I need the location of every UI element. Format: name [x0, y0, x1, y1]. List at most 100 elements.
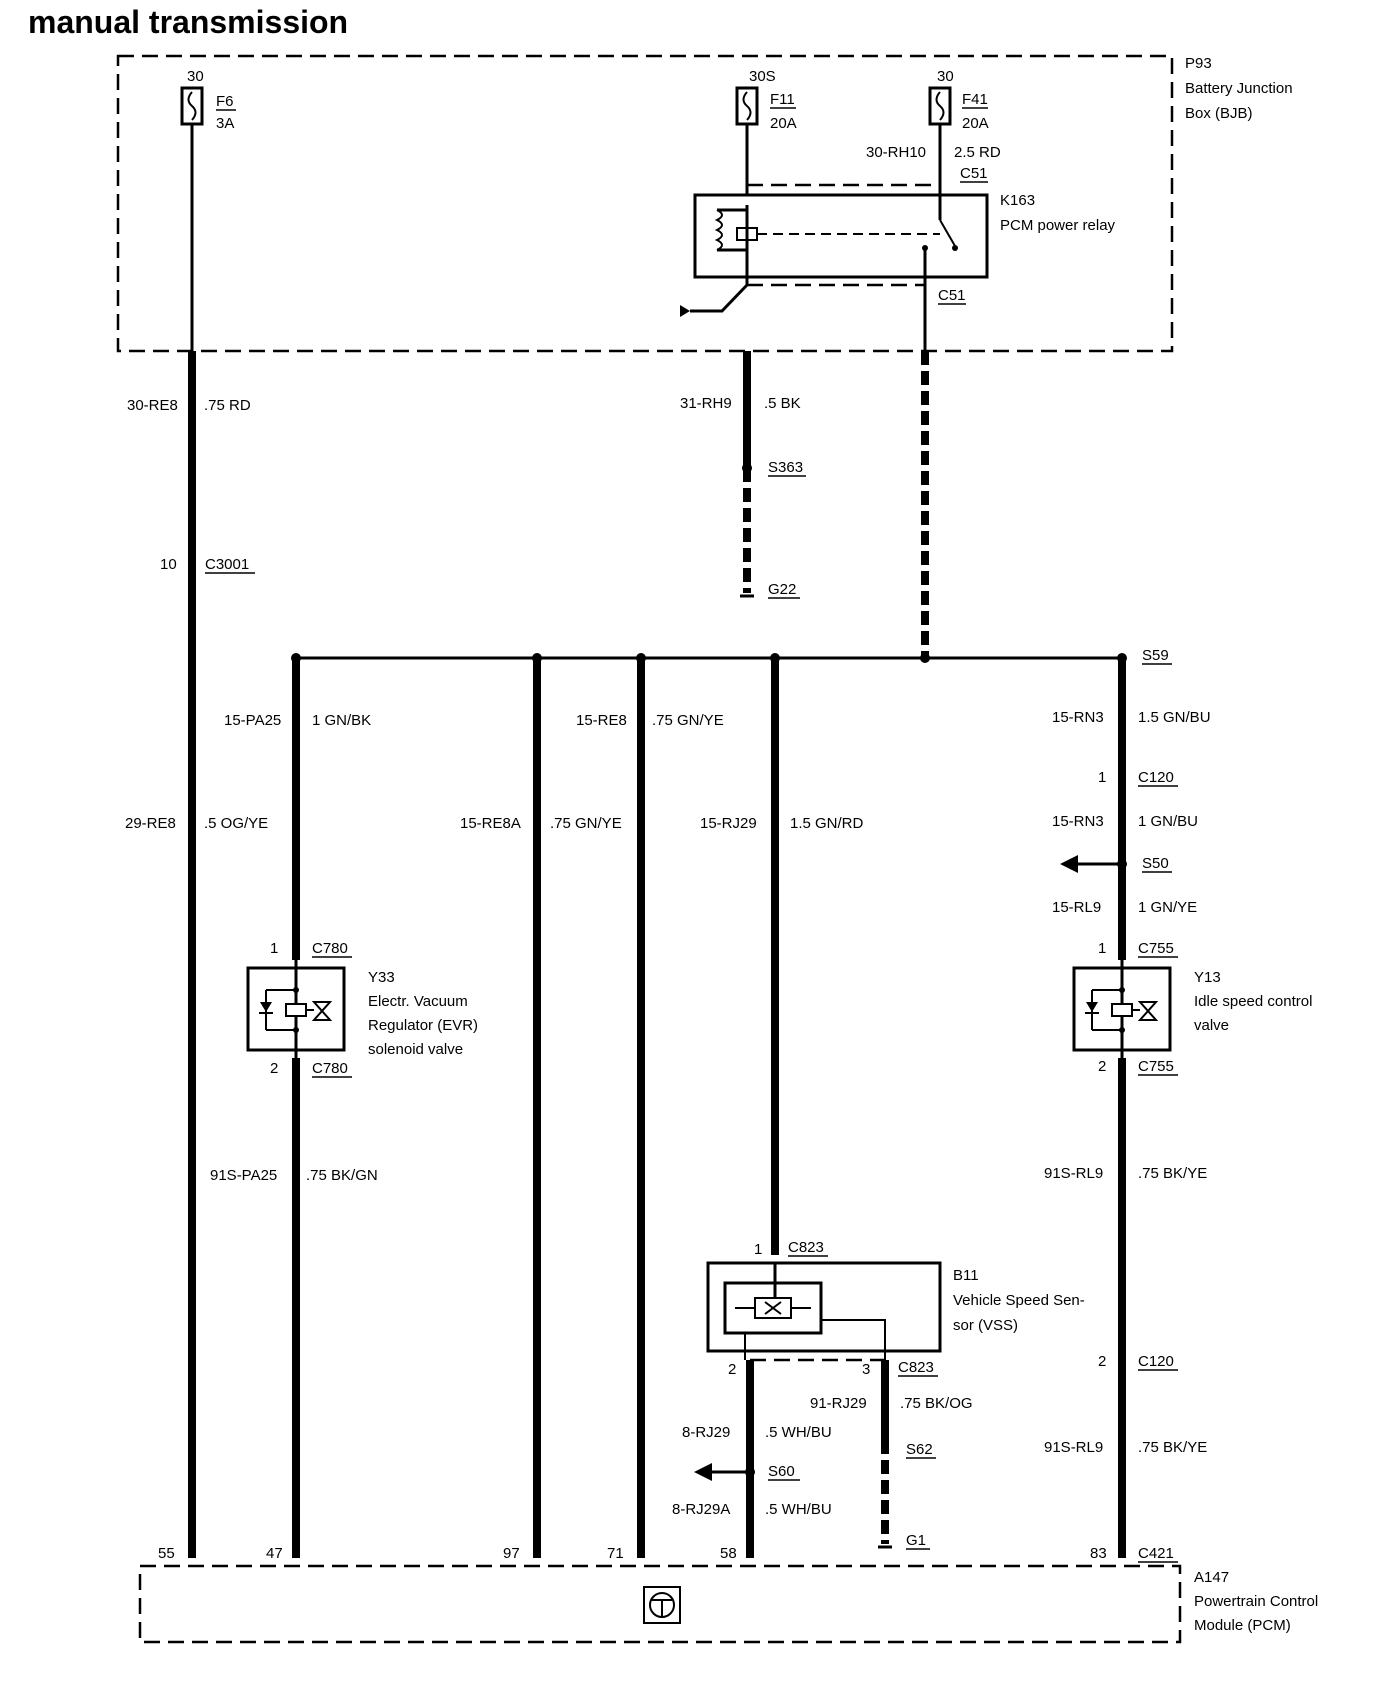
- svg-text:Powertrain Control: Powertrain Control: [1194, 1593, 1318, 1610]
- svg-text:20A: 20A: [962, 115, 989, 132]
- connector-pin: 1: [1098, 940, 1106, 957]
- svg-text:30: 30: [937, 68, 954, 85]
- ground-label: G1: [906, 1532, 926, 1549]
- svg-text:Electr. Vacuum: Electr. Vacuum: [368, 993, 468, 1010]
- connector-c823: C823: [788, 1239, 824, 1256]
- wire-label-code: 8-RJ29A: [672, 1501, 730, 1518]
- pcm-box: [138, 1564, 1182, 1644]
- wire-label-code: 30-RE8: [127, 397, 178, 414]
- connector-c51-top: C51: [960, 165, 988, 182]
- wire-label-code: 15-RN3: [1052, 813, 1104, 830]
- wire-label-code: 30-RH10: [866, 144, 926, 161]
- pcm-module-icon: [643, 1586, 681, 1624]
- fuse-f11: 30S F11 20A: [735, 68, 797, 132]
- connector-c421: C421: [1138, 1545, 1174, 1562]
- splice-label: S363: [768, 459, 803, 476]
- connector-pin: 1: [754, 1241, 762, 1258]
- wire-label-code: 91S-RL9: [1044, 1439, 1103, 1456]
- connector-c51-bottom: C51: [938, 287, 966, 304]
- relay-k163-label: K163 PCM power relay: [1000, 192, 1116, 234]
- connector-c120: C120: [1138, 1353, 1174, 1370]
- wire-label-spec: 1 GN/BU: [1138, 813, 1198, 830]
- svg-text:30S: 30S: [749, 68, 776, 85]
- evr-solenoid-valve: [246, 960, 346, 1058]
- isc-label: Y13 Idle speed control valve: [1194, 969, 1312, 1034]
- pcm-pin-label: 58: [720, 1545, 737, 1562]
- connector-pin: 1: [1098, 769, 1106, 786]
- svg-text:F11: F11: [770, 91, 795, 108]
- connector-pin: 2: [1098, 1058, 1106, 1075]
- wire-label-spec: .75 RD: [204, 397, 251, 414]
- svg-text:F6: F6: [216, 93, 234, 110]
- bjb-label: P93 Battery Junction Box (BJB): [1185, 55, 1293, 122]
- pcm-pin-label: 83: [1090, 1545, 1107, 1562]
- wire-label-spec: 1.5 GN/RD: [790, 815, 864, 832]
- connector-c780: C780: [312, 1060, 348, 1077]
- splice-label: S50: [1142, 855, 1169, 872]
- fuse-f41: 30 F41 20A: [928, 68, 989, 132]
- wire-label-spec: 1 GN/BK: [312, 712, 371, 729]
- wire-label-code: 29-RE8: [125, 815, 176, 832]
- wire-label-spec: .75 BK/OG: [900, 1395, 973, 1412]
- wire-label-spec: .5 BK: [764, 395, 801, 412]
- svg-text:20A: 20A: [770, 115, 797, 132]
- svg-text:Regulator (EVR): Regulator (EVR): [368, 1017, 478, 1034]
- wire-label-code: 15-PA25: [224, 712, 281, 729]
- wire-label-code: 15-RN3: [1052, 709, 1104, 726]
- pcm-pin-label: 97: [503, 1545, 520, 1562]
- connector-pin: 10: [160, 556, 177, 573]
- vss-label: B11 Vehicle Speed Sen- sor (VSS): [953, 1267, 1085, 1334]
- ground-label: G22: [768, 581, 796, 598]
- pcm-pin-label: 71: [607, 1545, 624, 1562]
- wire-label-code: 31-RH9: [680, 395, 732, 412]
- svg-text:Box (BJB): Box (BJB): [1185, 105, 1253, 122]
- connector-pin: 1: [270, 940, 278, 957]
- ground-arrow-icon: [680, 305, 690, 317]
- svg-text:valve: valve: [1194, 1017, 1229, 1034]
- svg-text:Idle speed control: Idle speed control: [1194, 993, 1312, 1010]
- wire-label-spec: .75 BK/YE: [1138, 1165, 1207, 1182]
- vehicle-speed-sensor: [706, 1261, 942, 1360]
- connector-pin: 3: [862, 1361, 870, 1378]
- connector-c3001: C3001: [205, 556, 249, 573]
- wire-label-spec: 1.5 GN/BU: [1138, 709, 1211, 726]
- svg-text:B11: B11: [953, 1267, 979, 1284]
- connector-c780: C780: [312, 940, 348, 957]
- pcm-label: A147 Powertrain Control Module (PCM): [1194, 1569, 1318, 1634]
- wire-label-code: 91-RJ29: [810, 1395, 867, 1412]
- wire-label-code: 91S-RL9: [1044, 1165, 1103, 1182]
- pcm-pin-label: 47: [266, 1545, 283, 1562]
- bjb-box: [116, 54, 1174, 353]
- connector-pin: 2: [728, 1361, 736, 1378]
- wire-label-spec: .75 GN/YE: [550, 815, 622, 832]
- fuse-f6: 30 F6 3A: [180, 68, 236, 132]
- wire-label-spec: 2.5 RD: [954, 144, 1001, 161]
- connector-c120: C120: [1138, 769, 1174, 786]
- wire-label-code: 15-RJ29: [700, 815, 757, 832]
- wire-label-spec: 1 GN/YE: [1138, 899, 1197, 916]
- wire-label-spec: .75 BK/YE: [1138, 1439, 1207, 1456]
- svg-text:P93: P93: [1185, 55, 1212, 72]
- evr-label: Y33 Electr. Vacuum Regulator (EVR) solen…: [368, 969, 478, 1058]
- wire-label-code: 15-RL9: [1052, 899, 1101, 916]
- wire-label-code: 15-RE8A: [460, 815, 521, 832]
- wire-label-spec: .75 BK/GN: [306, 1167, 378, 1184]
- pcm-pin-label: 55: [158, 1545, 175, 1562]
- connector-c823: C823: [898, 1359, 934, 1376]
- splice-label: S62: [906, 1441, 933, 1458]
- connector-c755: C755: [1138, 940, 1174, 957]
- wire-label-spec: .5 OG/YE: [204, 815, 268, 832]
- svg-text:Vehicle Speed Sen-: Vehicle Speed Sen-: [953, 1292, 1085, 1309]
- splice-label: S59: [1142, 647, 1169, 664]
- wire-label-spec: .5 WH/BU: [765, 1424, 832, 1441]
- wire-label-code: 91S-PA25: [210, 1167, 277, 1184]
- svg-text:solenoid valve: solenoid valve: [368, 1041, 463, 1058]
- svg-text:Y33: Y33: [368, 969, 395, 986]
- splice-s363: [742, 463, 752, 473]
- wire-label-code: 15-RE8: [576, 712, 627, 729]
- svg-text:Module (PCM): Module (PCM): [1194, 1617, 1291, 1634]
- svg-text:A147: A147: [1194, 1569, 1229, 1586]
- diagram-title: manual transmission: [28, 4, 348, 40]
- idle-speed-control-valve: [1072, 960, 1172, 1058]
